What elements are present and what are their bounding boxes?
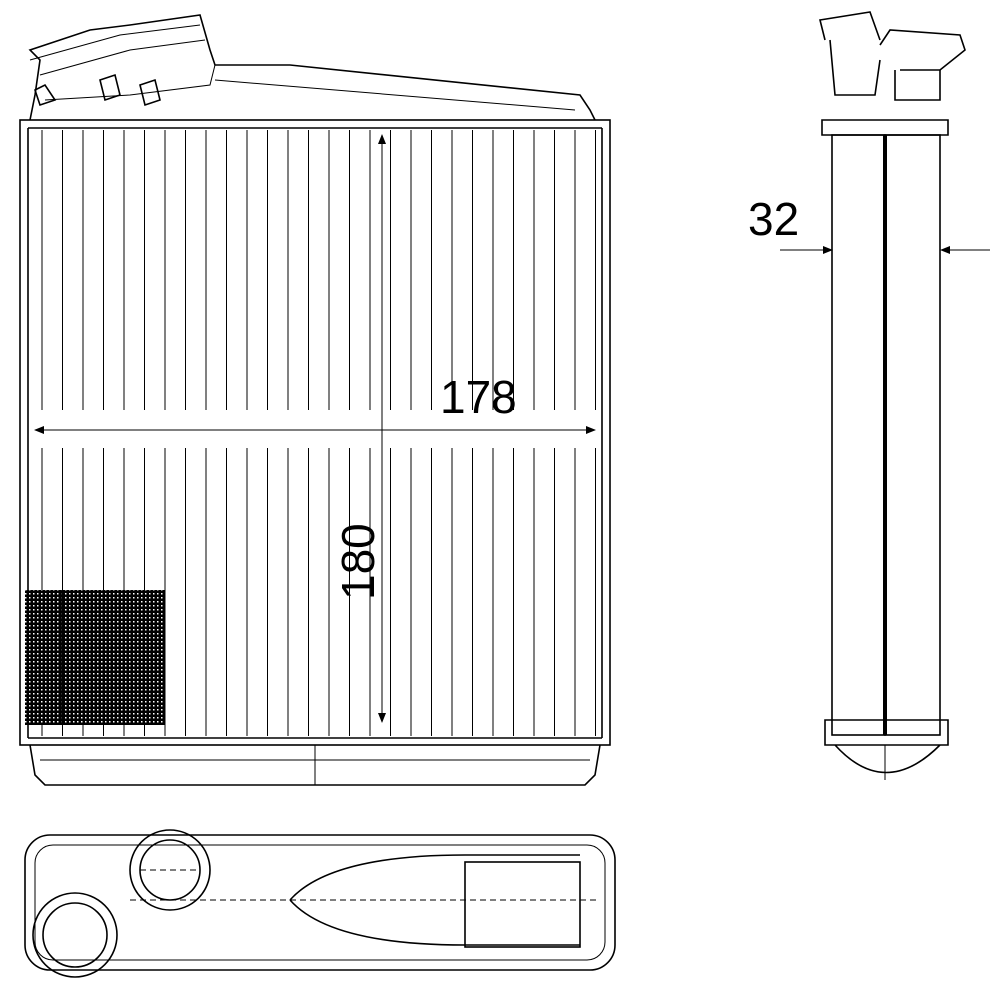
height-label: 180 xyxy=(332,523,384,600)
depth-label: 32 xyxy=(748,193,799,245)
width-label: 178 xyxy=(440,371,517,423)
height-dimension: 180 xyxy=(332,134,386,723)
width-dimension: 178 xyxy=(34,371,596,434)
plan-view xyxy=(24,829,616,978)
fin-detail-hatch xyxy=(25,590,165,725)
front-view: 178 180 xyxy=(19,14,611,786)
side-view: 32 xyxy=(748,11,990,780)
bottom-tank xyxy=(29,744,601,786)
top-tank xyxy=(28,14,596,121)
depth-dimension: 32 xyxy=(748,193,990,254)
